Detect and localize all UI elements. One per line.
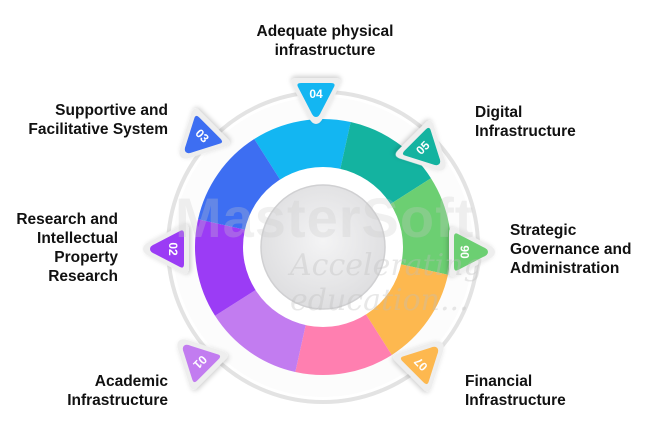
center-hub bbox=[260, 184, 386, 310]
segment-05 bbox=[339, 122, 431, 206]
segment-03 bbox=[198, 139, 282, 231]
segment-06 bbox=[388, 178, 451, 275]
svg-text:04: 04 bbox=[309, 87, 323, 101]
number-tab-04: 04 bbox=[291, 78, 341, 124]
number-tabs: 01 02 03 04 05 06 07 bbox=[143, 78, 495, 392]
segment-07 bbox=[364, 263, 448, 355]
segment-02 bbox=[195, 219, 258, 316]
segment-blank bbox=[295, 312, 392, 375]
number-tab-07: 07 bbox=[393, 341, 444, 392]
svg-text:02: 02 bbox=[166, 242, 180, 256]
watermark-tagline: Accelerating education... bbox=[290, 248, 483, 318]
segment-01 bbox=[215, 288, 307, 372]
number-tab-02: 02 bbox=[143, 224, 189, 274]
svg-text:06: 06 bbox=[458, 245, 472, 259]
number-tab-03: 03 bbox=[179, 108, 230, 159]
segment-ring bbox=[195, 118, 451, 375]
number-tab-06: 06 bbox=[449, 227, 495, 277]
watermark-logo: MasterSoft bbox=[175, 186, 475, 249]
number-tab-01: 01 bbox=[177, 339, 228, 390]
segment-04 bbox=[254, 118, 351, 182]
number-tab-05: 05 bbox=[395, 120, 446, 171]
